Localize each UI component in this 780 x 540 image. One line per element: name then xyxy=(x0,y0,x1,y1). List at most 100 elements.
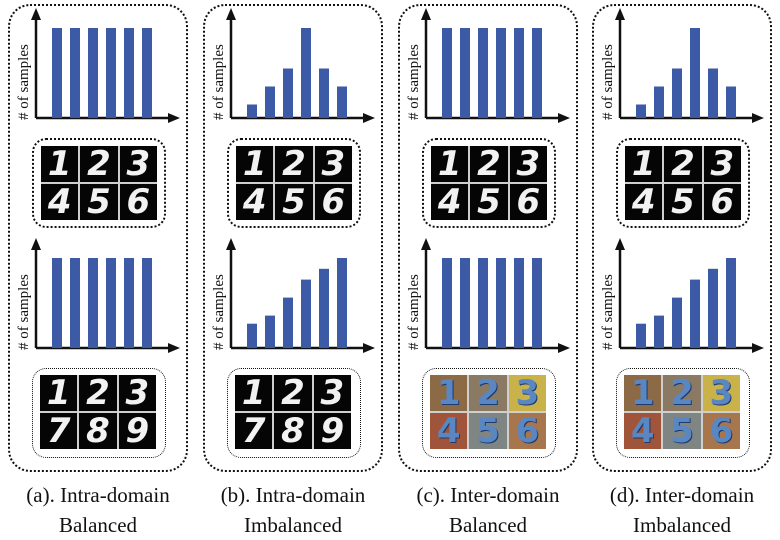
bar-5 xyxy=(708,268,718,348)
y-axis-label: # of samples xyxy=(16,274,32,350)
bar-chart xyxy=(31,238,180,353)
bar-5 xyxy=(514,258,524,348)
y-axis-arrowhead xyxy=(31,238,41,250)
digit-sample: 7 xyxy=(235,413,273,449)
digit-sample: 6 xyxy=(509,184,547,220)
caption-line1: (b). Intra-domain xyxy=(220,483,366,507)
digit-sample: 1 xyxy=(430,375,468,411)
caption-line2: Imbalanced xyxy=(244,513,342,537)
y-axis-label: # of samples xyxy=(600,44,616,120)
bar-3 xyxy=(88,258,98,348)
panel-d xyxy=(592,4,772,472)
digit-sample: 6 xyxy=(703,184,741,220)
bar-1 xyxy=(442,258,452,348)
bar-4 xyxy=(496,28,506,118)
digit-sample: 6 xyxy=(508,413,546,449)
bar-6 xyxy=(142,258,152,348)
bar-5 xyxy=(319,68,329,118)
digit-sample: 2 xyxy=(275,146,313,182)
x-axis-arrowhead xyxy=(168,343,180,353)
digit-sample: 6 xyxy=(119,184,157,220)
bar-chart xyxy=(226,8,375,123)
y-axis-label: # of samples xyxy=(16,44,32,120)
bar-5 xyxy=(514,28,524,118)
bar-5 xyxy=(124,28,134,118)
bar-6 xyxy=(142,28,152,118)
bar-2 xyxy=(265,315,275,348)
digit-sample: 3 xyxy=(118,375,156,411)
digit-sample: 9 xyxy=(118,413,156,449)
bar-4 xyxy=(496,258,506,348)
digit-sample: 2 xyxy=(470,146,508,182)
digit-sample: 4 xyxy=(431,184,469,220)
digit-sample: 2 xyxy=(469,375,507,411)
bar-2 xyxy=(654,315,664,348)
y-axis-label: # of samples xyxy=(600,274,616,350)
digit-sample: 1 xyxy=(625,146,663,182)
x-axis-arrowhead xyxy=(752,113,764,123)
y-axis-arrowhead xyxy=(226,238,236,250)
bar-6 xyxy=(337,258,347,348)
bar-4 xyxy=(301,279,311,348)
x-axis-arrowhead xyxy=(363,113,375,123)
digit-sample: 1 xyxy=(236,146,274,182)
digit-sample: 6 xyxy=(314,184,352,220)
digit-sample: 3 xyxy=(702,375,740,411)
bar-chart xyxy=(615,238,764,353)
x-axis-arrowhead xyxy=(558,113,570,123)
caption-line2: Imbalanced xyxy=(633,513,731,537)
bar-3 xyxy=(478,28,488,118)
bar-3 xyxy=(88,28,98,118)
y-axis-label: # of samples xyxy=(406,44,422,120)
bar-2 xyxy=(460,28,470,118)
bar-chart xyxy=(226,238,375,353)
digit-sample: 5 xyxy=(663,413,701,449)
y-axis-arrowhead xyxy=(615,8,625,20)
digit-sample: 5 xyxy=(470,184,508,220)
bar-3 xyxy=(672,68,682,118)
bar-6 xyxy=(532,28,542,118)
bar-1 xyxy=(636,104,646,118)
bar-2 xyxy=(654,86,664,118)
bar-1 xyxy=(52,28,62,118)
panel-c xyxy=(398,4,578,472)
caption-line1: (a). Intra-domain xyxy=(26,483,170,507)
digit-sample: 1 xyxy=(624,375,662,411)
y-axis-arrowhead xyxy=(226,8,236,20)
digit-sample: 5 xyxy=(275,184,313,220)
x-axis-arrowhead xyxy=(752,343,764,353)
caption-line2: Balanced xyxy=(58,513,138,537)
bar-6 xyxy=(532,258,542,348)
digit-sample: 2 xyxy=(663,375,701,411)
bar-4 xyxy=(690,28,700,118)
x-axis-arrowhead xyxy=(363,343,375,353)
digit-sample: 2 xyxy=(664,146,702,182)
bar-4 xyxy=(106,258,116,348)
digit-sample: 1 xyxy=(431,146,469,182)
digit-sample: 4 xyxy=(41,184,79,220)
bar-1 xyxy=(636,323,646,348)
y-axis-arrowhead xyxy=(31,8,41,20)
x-axis-arrowhead xyxy=(558,343,570,353)
digit-sample: 4 xyxy=(236,184,274,220)
digit-sample: 2 xyxy=(80,146,118,182)
digit-sample: 5 xyxy=(80,184,118,220)
bar-3 xyxy=(283,68,293,118)
bar-6 xyxy=(726,86,736,118)
digit-sample: 1 xyxy=(235,375,273,411)
bar-2 xyxy=(265,86,275,118)
digit-sample: 5 xyxy=(469,413,507,449)
bar-4 xyxy=(301,28,311,118)
digit-sample: 3 xyxy=(119,146,157,182)
